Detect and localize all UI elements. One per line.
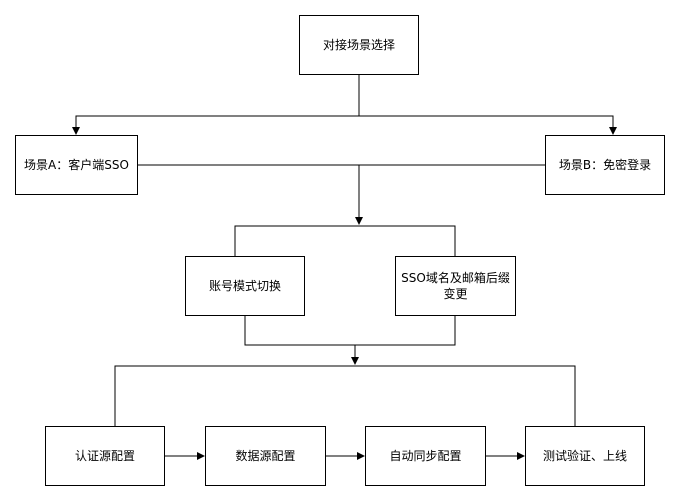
node-scenario-b: 场景B：免密登录 — [545, 135, 665, 195]
node-auth-source-config-label: 认证源配置 — [74, 448, 135, 463]
node-domain-suffix-change: SSO域名及邮箱后缀变更 — [395, 256, 516, 316]
edge-join-tasks — [244, 316, 456, 346]
node-scenario-a-label: 场景A：客户端SSO — [24, 157, 129, 172]
node-scenario-b-label: 场景B：免密登录 — [558, 157, 652, 172]
node-account-mode-switch: 账号模式切换 — [185, 256, 305, 316]
node-auto-sync-config-label: 自动同步配置 — [389, 448, 462, 463]
node-test-and-launch: 测试验证、上线 — [525, 426, 645, 486]
node-account-mode-switch-label: 账号模式切换 — [208, 278, 281, 293]
node-data-source-config: 数据源配置 — [205, 426, 326, 486]
node-domain-suffix-change-label: SSO域名及邮箱后缀变更 — [401, 270, 510, 301]
node-auth-source-config: 认证源配置 — [45, 426, 165, 486]
node-auto-sync-config: 自动同步配置 — [365, 426, 486, 486]
node-scenario-a: 场景A：客户端SSO — [15, 135, 138, 195]
edge-root-to-scenario-a — [72, 115, 359, 135]
edge-split-to-tasks — [234, 225, 456, 256]
edge-root-to-scenario-b — [359, 115, 617, 135]
node-scenario-select: 对接场景选择 — [299, 15, 419, 75]
node-test-and-launch-label: 测试验证、上线 — [542, 448, 627, 463]
node-data-source-config-label: 数据源配置 — [235, 448, 296, 463]
edge-bottom-bus — [114, 365, 576, 426]
node-scenario-select-label: 对接场景选择 — [322, 37, 395, 52]
